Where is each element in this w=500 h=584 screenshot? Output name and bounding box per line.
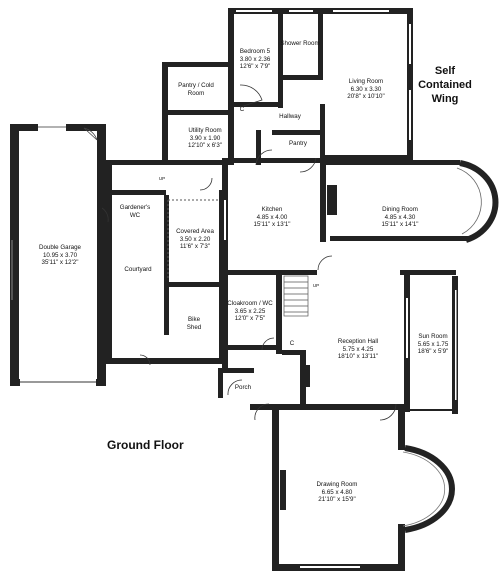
wing-label-line: Self — [434, 65, 456, 77]
room-dining: Dining Room 4.85 x 4.30 15'11" x 14'1" — [382, 206, 419, 229]
room-covered: Covered Area 3.50 x 2.20 11'6" x 7'3" — [176, 228, 214, 251]
room-imperial: 11'6" x 7'3" — [179, 243, 211, 251]
room-bedroom5: Bedroom 5 3.80 x 2.36 12'6" x 7'9" — [240, 48, 271, 71]
room-kitchen: Kitchen 4.85 x 4.00 15'11" x 13'1" — [254, 206, 291, 229]
room-porch: Porch — [235, 384, 251, 392]
garage-walls — [10, 124, 106, 386]
room-metric: 6.65 x 4.80 — [321, 488, 353, 496]
room-name: Gardener's WC — [119, 204, 151, 219]
room-name: Covered Area — [176, 228, 214, 235]
room-garage: Double Garage 10.95 x 3.70 35'11" x 12'2… — [39, 244, 81, 267]
floor-title: Ground Floor — [107, 438, 184, 452]
room-metric: 10.95 x 3.70 — [42, 251, 78, 259]
room-imperial: 15'11" x 14'1" — [381, 221, 419, 229]
room-pantry-cold: Pantry / Cold Room — [174, 82, 218, 97]
room-name: Living Room — [348, 78, 384, 85]
room-name: Utility Room — [188, 127, 222, 134]
room-name: Cloakroom / WC — [227, 300, 273, 307]
room-name: Porch — [234, 384, 252, 391]
room-metric: 3.90 x 1.90 — [189, 134, 221, 142]
room-metric: 4.85 x 4.00 — [256, 213, 288, 221]
room-reception: Reception Hall 5.75 x 4.25 18'10" x 13'1… — [338, 338, 378, 361]
room-name: Double Garage — [39, 244, 81, 251]
wing-label-line: Wing — [431, 93, 459, 105]
room-sun: Sun Room 5.65 x 1.75 18'6" x 5'9" — [418, 333, 449, 356]
wing-label: Self Contained Wing — [414, 64, 476, 106]
room-courtyard: Courtyard — [124, 266, 151, 274]
up-mark: UP — [312, 283, 320, 288]
room-metric: 5.75 x 4.25 — [342, 345, 374, 353]
room-name: Reception Hall — [337, 338, 379, 345]
room-imperial: 18'6" x 5'9" — [417, 348, 449, 356]
room-imperial: 12'0" x 7'5" — [234, 315, 266, 323]
room-shower: Shower Room — [280, 40, 320, 48]
room-living: Living Room 6.30 x 3.30 20'8" x 10'10" — [347, 78, 384, 101]
up-mark: UP — [158, 176, 166, 181]
room-name: Shower Room — [280, 40, 320, 47]
upper-left-walls — [162, 8, 413, 165]
room-metric: 5.65 x 1.75 — [417, 340, 449, 348]
room-gardeners-wc: Gardener's WC — [115, 204, 155, 219]
room-hallway: Hallway — [279, 113, 301, 121]
door-swings — [101, 84, 397, 421]
room-drawing: Drawing Room 6.65 x 4.80 21'10" x 15'9" — [317, 481, 358, 504]
room-name: Sun Room — [418, 333, 448, 340]
room-metric: 3.80 x 2.36 — [239, 55, 271, 63]
room-name: Courtyard — [124, 266, 152, 273]
room-imperial: 35'11" x 12'2" — [41, 259, 79, 267]
room-name: Bedroom 5 — [239, 48, 271, 55]
room-cloakroom: Cloakroom / WC 3.65 x 2.25 12'0" x 7'5" — [227, 300, 272, 323]
room-metric: 3.50 x 2.20 — [179, 235, 211, 243]
room-imperial: 18'10" x 13'11" — [337, 353, 379, 361]
room-name: Kitchen — [261, 206, 283, 213]
room-name: Drawing Room — [316, 481, 358, 488]
room-imperial: 15'11" x 13'1" — [253, 221, 291, 229]
room-metric: 4.85 x 4.30 — [384, 213, 416, 221]
room-name: Pantry / Cold Room — [178, 82, 214, 97]
room-name: Bike Shed — [186, 316, 202, 331]
room-imperial: 21'10" x 15'9" — [318, 496, 356, 504]
staircase — [283, 275, 309, 317]
room-bike-shed: Bike Shed — [183, 316, 205, 331]
cupboard-mark: C — [239, 106, 245, 113]
room-metric: 6.30 x 3.30 — [350, 85, 382, 93]
room-imperial: 12'6" x 7'9" — [239, 63, 271, 71]
living-walls — [320, 8, 413, 164]
room-name: Hallway — [279, 113, 301, 120]
cupboard-mark: C — [289, 340, 295, 347]
room-imperial: 20'8" x 10'10" — [347, 93, 385, 101]
room-utility: Utility Room 3.90 x 1.90 12'10" x 6'3" — [188, 127, 222, 150]
room-metric: 3.65 x 2.25 — [234, 307, 266, 315]
wing-label-line: Contained — [418, 79, 472, 91]
room-pantry: Pantry — [289, 140, 307, 148]
room-name: Dining Room — [382, 206, 418, 213]
room-imperial: 12'10" x 6'3" — [188, 142, 222, 150]
room-name: Pantry — [289, 140, 307, 147]
